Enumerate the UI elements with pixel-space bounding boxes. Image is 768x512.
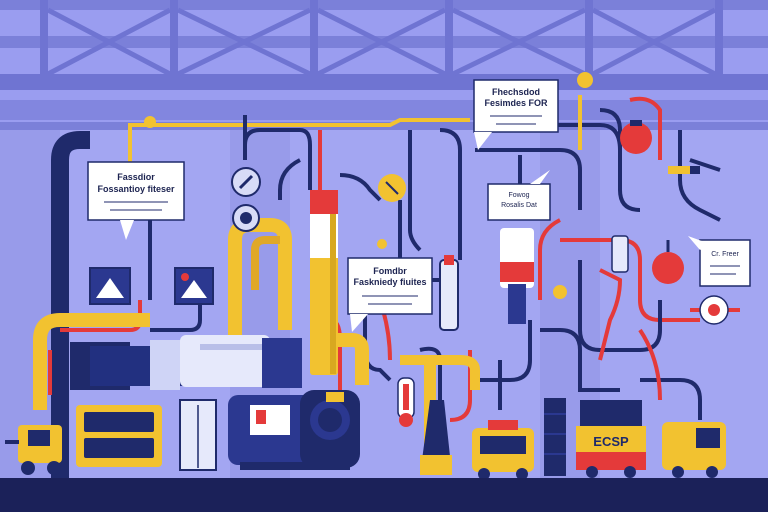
callout-left: Fassdior Fossantioy fiteser — [87, 161, 185, 240]
wall-pictures — [89, 267, 214, 305]
callout-mid-right: Fowog Rosalis Dat — [487, 170, 551, 221]
callout-top-title: Fhechsdod — [492, 87, 540, 97]
callout-center: Fomdbr Faskniedy fiuites — [347, 257, 433, 332]
main-navy-pipe — [51, 131, 90, 480]
callout-top: Fhechsdod Fesimdes FOR — [473, 79, 559, 150]
callout-top-subtitle: Fesimdes FOR — [484, 98, 548, 108]
callout-right: Cr. Freer — [688, 236, 751, 287]
navy-motor — [228, 390, 360, 470]
callout-center-title: Fomdbr — [373, 266, 407, 276]
yellow-control-box — [76, 405, 162, 467]
horizontal-cylinder — [70, 335, 302, 390]
red-truck: ECSP — [576, 400, 646, 478]
yellow-van — [662, 422, 726, 478]
generator-cart — [472, 420, 534, 480]
white-cabinet — [179, 399, 217, 471]
callout-left-subtitle: Fossantioy fiteser — [97, 184, 175, 194]
callout-left-title: Fassdior — [117, 172, 155, 182]
red-tanks — [620, 120, 700, 284]
vertical-devices — [439, 228, 729, 331]
callout-mid-right-title: Fowog — [508, 192, 529, 199]
callout-mid-right-subtitle: Rosalis Dat — [501, 202, 537, 209]
gauge-stand — [397, 377, 452, 475]
roof-truss — [0, 0, 768, 130]
callout-center-subtitle: Faskniedy fiuites — [353, 277, 426, 287]
gauges — [144, 72, 593, 299]
callout-right-title: Cr. Freer — [711, 251, 739, 258]
column-tank — [544, 398, 566, 476]
forklift — [5, 425, 62, 475]
truck-sign-text: ECSP — [593, 434, 629, 449]
floor — [0, 478, 768, 512]
